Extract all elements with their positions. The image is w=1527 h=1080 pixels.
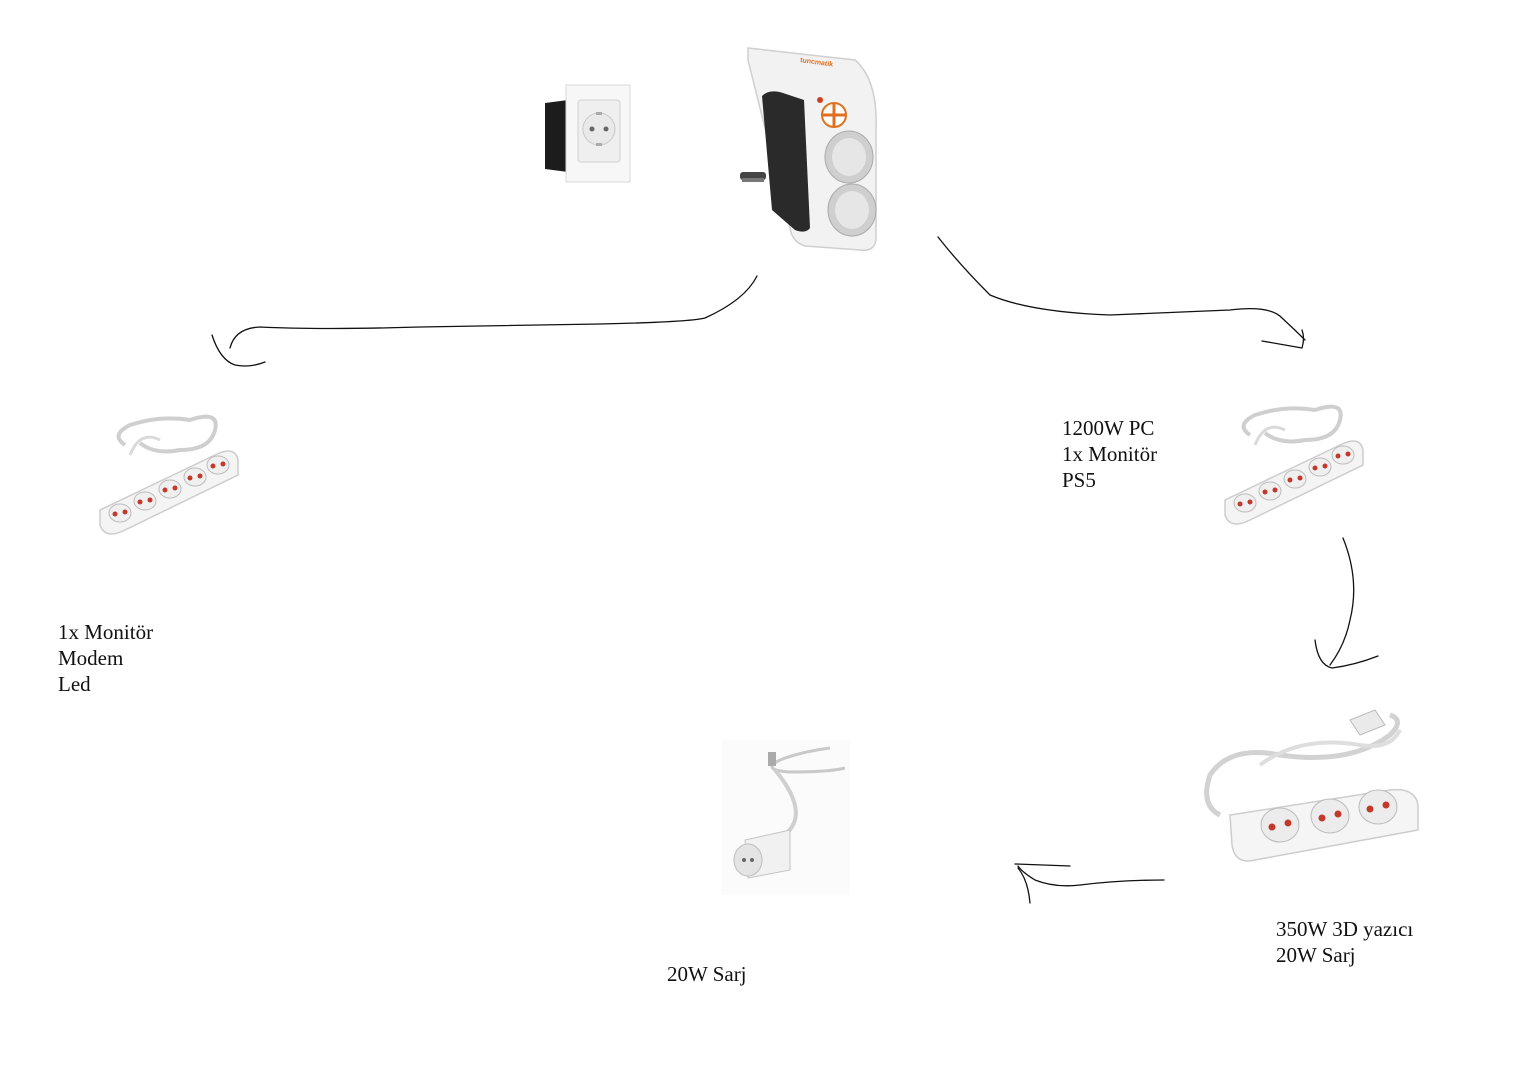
connector-line-right-vertical [1329,537,1355,666]
label-right-top-line3: PS5 [1062,468,1096,492]
label-left-line3: Led [58,672,91,696]
power-strip-left-icon [99,414,239,535]
power-strip-right-bottom-icon [1204,709,1419,862]
power-strip-right-top-icon [1224,404,1364,525]
label-right-bottom-line2: 20W Sarj [1276,943,1356,967]
connector-line-left [229,275,758,349]
connector-arrow-bottom [1014,863,1071,904]
label-left-line1: 1x Monitör [58,620,154,644]
connector-arrow-left [211,334,266,367]
label-left-strip: 1x Monitör Modem Led [58,619,153,697]
label-right-top-line1: 1200W PC [1062,416,1155,440]
label-left-line2: Modem [58,646,124,670]
label-bottom-line1: 20W Sarj [667,962,747,986]
connector-arrow-right [1261,329,1305,349]
connector-arrow-right-vertical [1314,639,1379,669]
wall-socket-icon [545,84,631,183]
connector-line-bottom [1017,865,1165,887]
triple-adapter-icon: tuncmatik [740,47,877,252]
label-extension-cord: 20W Sarj [667,961,747,987]
connector-line-right [937,236,1306,341]
label-right-top-strip: 1200W PC 1x Monitör PS5 [1062,415,1157,493]
adapter-logo-text: tuncmatik [800,57,834,69]
extension-cord-icon [722,740,850,895]
label-right-bottom-strip: 350W 3D yazıcı 20W Sarj [1276,916,1413,968]
label-right-bottom-line1: 350W 3D yazıcı [1276,917,1414,941]
label-right-top-line2: 1x Monitör [1062,442,1158,466]
